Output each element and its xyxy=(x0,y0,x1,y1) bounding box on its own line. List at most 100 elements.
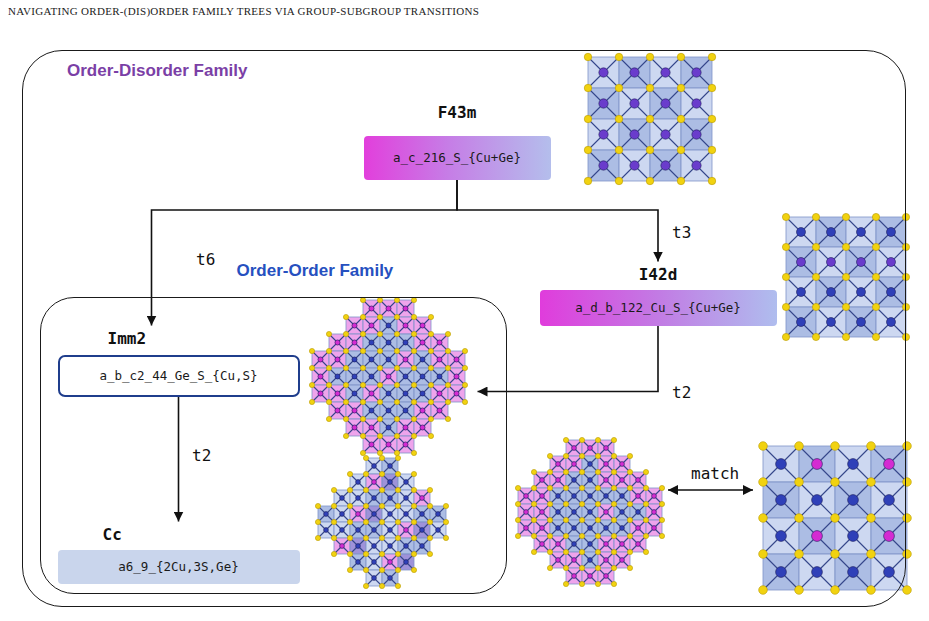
sulfur-atom xyxy=(872,333,879,340)
cation-atom xyxy=(386,425,391,430)
sulfur-atom xyxy=(363,535,368,540)
sulfur-atom xyxy=(584,115,591,122)
tetrahedron-tile xyxy=(871,446,907,482)
tetrahedron-tile xyxy=(550,520,566,536)
sulfur-atom xyxy=(646,53,653,60)
cation-atom xyxy=(420,528,425,533)
tetrahedron-tile xyxy=(430,522,446,538)
cation-atom xyxy=(797,288,806,297)
sulfur-atom xyxy=(615,53,622,60)
cation-atom xyxy=(588,574,593,579)
cation-atom xyxy=(887,288,896,297)
sulfur-atom xyxy=(394,314,399,319)
sulfur-atom xyxy=(428,399,433,404)
tetrahedron-tile xyxy=(397,351,414,368)
sulfur-atom xyxy=(377,331,382,336)
sulfur-atom xyxy=(343,348,348,353)
cation-atom xyxy=(604,526,609,531)
tetrahedron-tile xyxy=(346,402,363,419)
sulfur-atom xyxy=(643,533,648,538)
sulfur-atom xyxy=(795,478,804,487)
family-heading: Order-Disorder Family xyxy=(67,60,247,82)
sulfur-atom xyxy=(759,442,768,451)
tetrahedron-tile xyxy=(431,385,448,402)
cation-atom xyxy=(588,494,593,499)
sulfur-atom xyxy=(531,517,536,522)
sulfur-atom xyxy=(445,382,450,387)
cation-atom xyxy=(884,459,895,470)
sulfur-atom xyxy=(563,469,568,474)
sulfur-atom xyxy=(831,514,840,523)
cation-atom xyxy=(335,374,340,379)
cation-atom xyxy=(556,462,561,467)
sulfur-atom xyxy=(360,297,365,302)
tetrahedron-tile xyxy=(614,472,630,488)
tetrahedron-tile xyxy=(431,368,448,385)
sulfur-atom xyxy=(347,535,352,540)
cation-atom xyxy=(403,425,408,430)
cation-atom xyxy=(652,494,657,499)
cation-atom xyxy=(572,478,577,483)
sulfur-atom xyxy=(759,550,768,559)
space-group-node: Imm2a_b_c2_44_Ge_S_{Cu,S} xyxy=(58,326,478,397)
tetrahedron-tile xyxy=(681,88,712,119)
sulfur-atom xyxy=(611,581,616,586)
cation-atom xyxy=(604,542,609,547)
transition-index: t2 xyxy=(190,446,213,466)
sulfur-atom xyxy=(579,581,584,586)
sulfur-atom xyxy=(315,503,320,508)
cation-atom xyxy=(404,560,409,565)
tetrahedron-tile xyxy=(382,458,398,474)
cation-atom xyxy=(887,318,896,327)
cation-atom xyxy=(884,531,895,542)
tetrahedron-tile xyxy=(550,456,566,472)
cation-atom xyxy=(356,496,361,501)
tetrahedron-tile xyxy=(363,300,380,317)
sulfur-atom xyxy=(831,478,840,487)
tetrahedron-tile xyxy=(312,368,329,385)
sulfur-atom xyxy=(395,583,400,588)
tetrahedron-tile xyxy=(598,456,614,472)
tetrahedron-tile xyxy=(630,520,646,536)
cation-atom xyxy=(420,544,425,549)
cation-atom xyxy=(388,464,393,469)
cation-atom xyxy=(352,374,357,379)
sulfur-atom xyxy=(379,519,384,524)
tetrahedron-tile xyxy=(876,247,906,277)
cation-atom xyxy=(403,408,408,413)
sulfur-atom xyxy=(595,453,600,458)
tetrahedron-tile xyxy=(534,504,550,520)
tetrahedron-tile xyxy=(799,518,835,554)
cation-atom xyxy=(661,68,670,77)
cation-atom xyxy=(403,306,408,311)
tetrahedron-tile xyxy=(329,385,346,402)
sulfur-atom xyxy=(445,348,450,353)
sulfur-atom xyxy=(579,517,584,522)
sulfur-atom xyxy=(646,177,653,184)
cation-atom xyxy=(630,99,639,108)
sulfur-atom xyxy=(427,487,432,492)
cation-atom xyxy=(420,357,425,362)
sulfur-atom xyxy=(902,213,909,220)
tetrahedron-tile xyxy=(334,490,350,506)
tetrahedron-tile xyxy=(650,88,681,119)
cation-atom xyxy=(340,528,345,533)
cation-atom xyxy=(692,99,701,108)
tetrahedron-tile xyxy=(566,520,582,536)
tetrahedron-tile xyxy=(518,488,534,504)
sulfur-atom xyxy=(411,399,416,404)
tetrahedron-tile xyxy=(397,402,414,419)
cation-atom xyxy=(556,510,561,515)
tetrahedron-tile xyxy=(786,247,816,277)
cation-atom xyxy=(388,496,393,501)
cation-atom xyxy=(630,68,639,77)
cation-atom xyxy=(437,374,442,379)
tetrahedron-tile xyxy=(630,488,646,504)
cation-atom xyxy=(356,480,361,485)
sulfur-atom xyxy=(867,586,876,595)
cation-atom xyxy=(404,512,409,517)
sulfur-atom xyxy=(842,273,849,280)
sulfur-atom xyxy=(547,453,552,458)
cation-atom xyxy=(386,340,391,345)
sulfur-atom xyxy=(360,365,365,370)
